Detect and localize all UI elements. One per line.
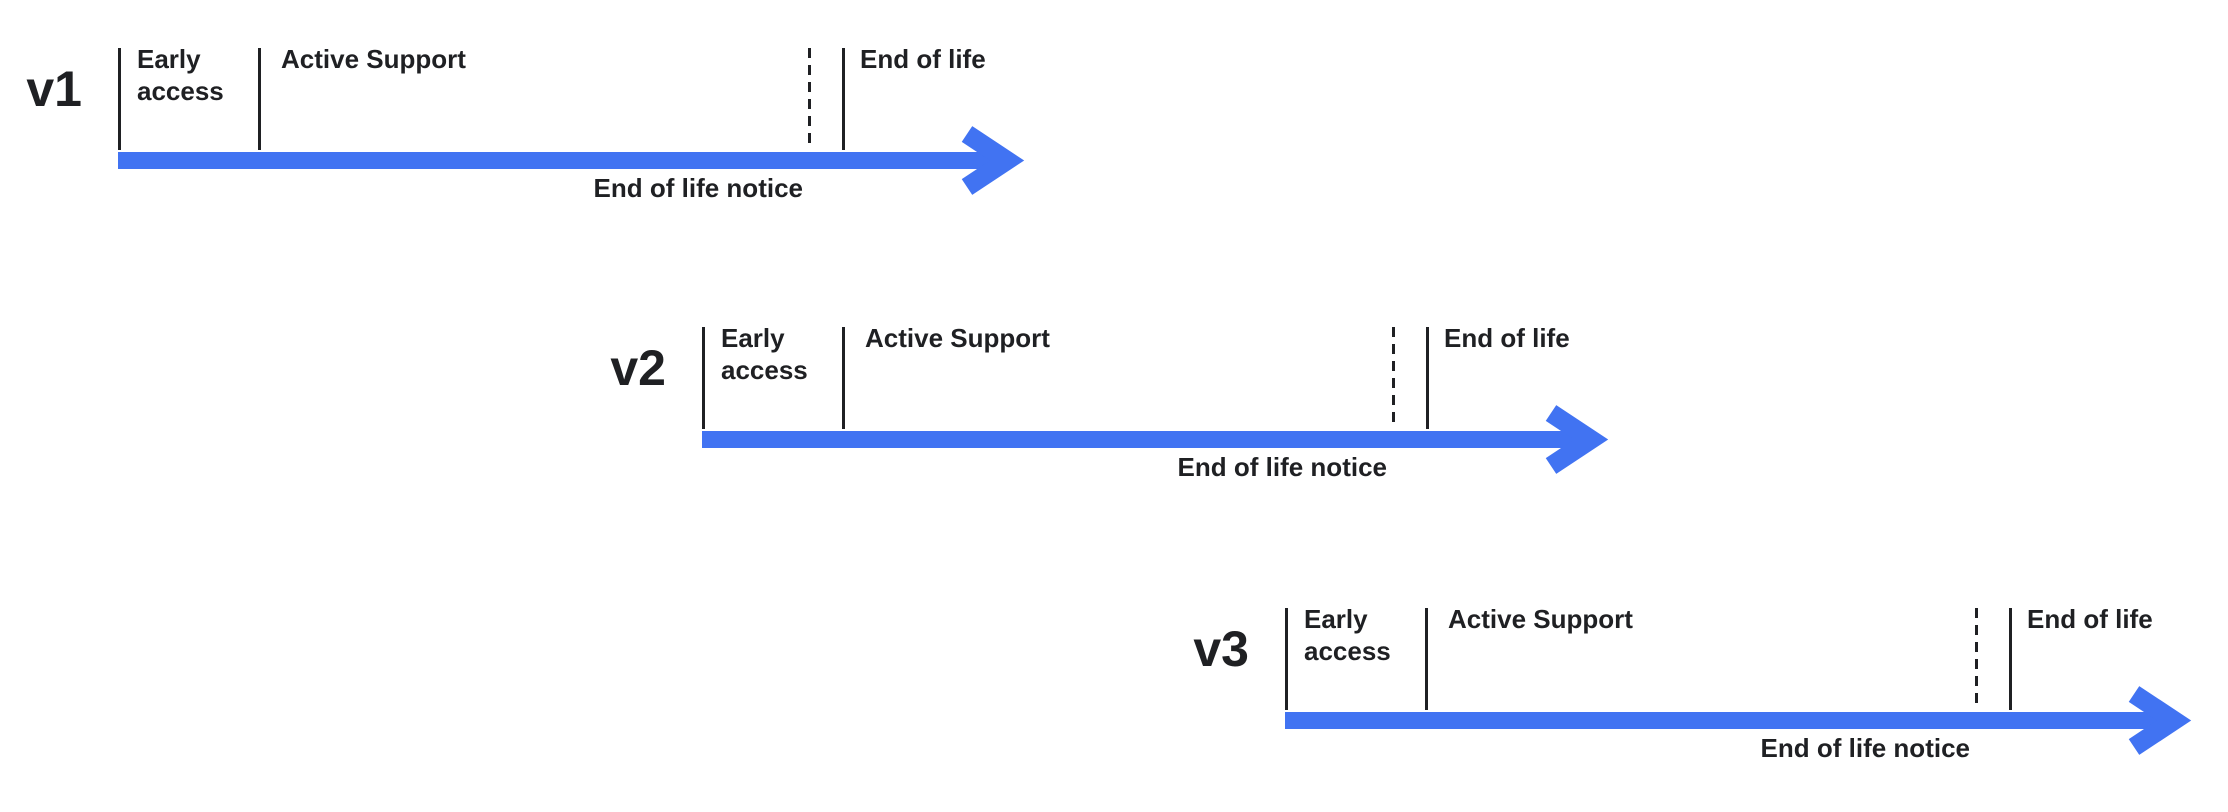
timeline-graphics	[1285, 608, 2192, 755]
timeline-row-v2: v2 Early access Active Support End of li…	[610, 323, 1662, 537]
active-support-label: Active Support	[1448, 604, 1633, 634]
timeline-row-v3: v3 Early access Active Support End of li…	[1193, 604, 2228, 812]
version-label: v3	[1193, 621, 1249, 677]
active-support-label: Active Support	[865, 323, 1050, 353]
eol-notice-label: End of life notice	[1177, 452, 1387, 482]
timeline-arrow-head-icon	[961, 126, 1025, 195]
early-access-label: Early access	[721, 323, 808, 385]
eol-notice-label: End of life notice	[593, 173, 803, 203]
end-of-life-label: End of life	[1444, 323, 1570, 353]
timeline-arrow-head-icon	[1545, 405, 1609, 474]
end-of-life-label: End of life	[860, 44, 986, 74]
active-support-label: Active Support	[281, 44, 466, 74]
version-label: v2	[610, 340, 666, 396]
timeline-row-v1: v1 Early access Active Support End of li…	[26, 44, 1078, 258]
timeline-graphics	[702, 327, 1609, 474]
timeline-arrow-head-icon	[2128, 686, 2192, 755]
eol-notice-label: End of life notice	[1760, 733, 1970, 763]
early-access-label: Early access	[137, 44, 224, 106]
end-of-life-label: End of life	[2027, 604, 2153, 634]
version-label: v1	[26, 61, 82, 117]
timeline-graphics	[118, 48, 1025, 195]
early-access-label: Early access	[1304, 604, 1391, 666]
